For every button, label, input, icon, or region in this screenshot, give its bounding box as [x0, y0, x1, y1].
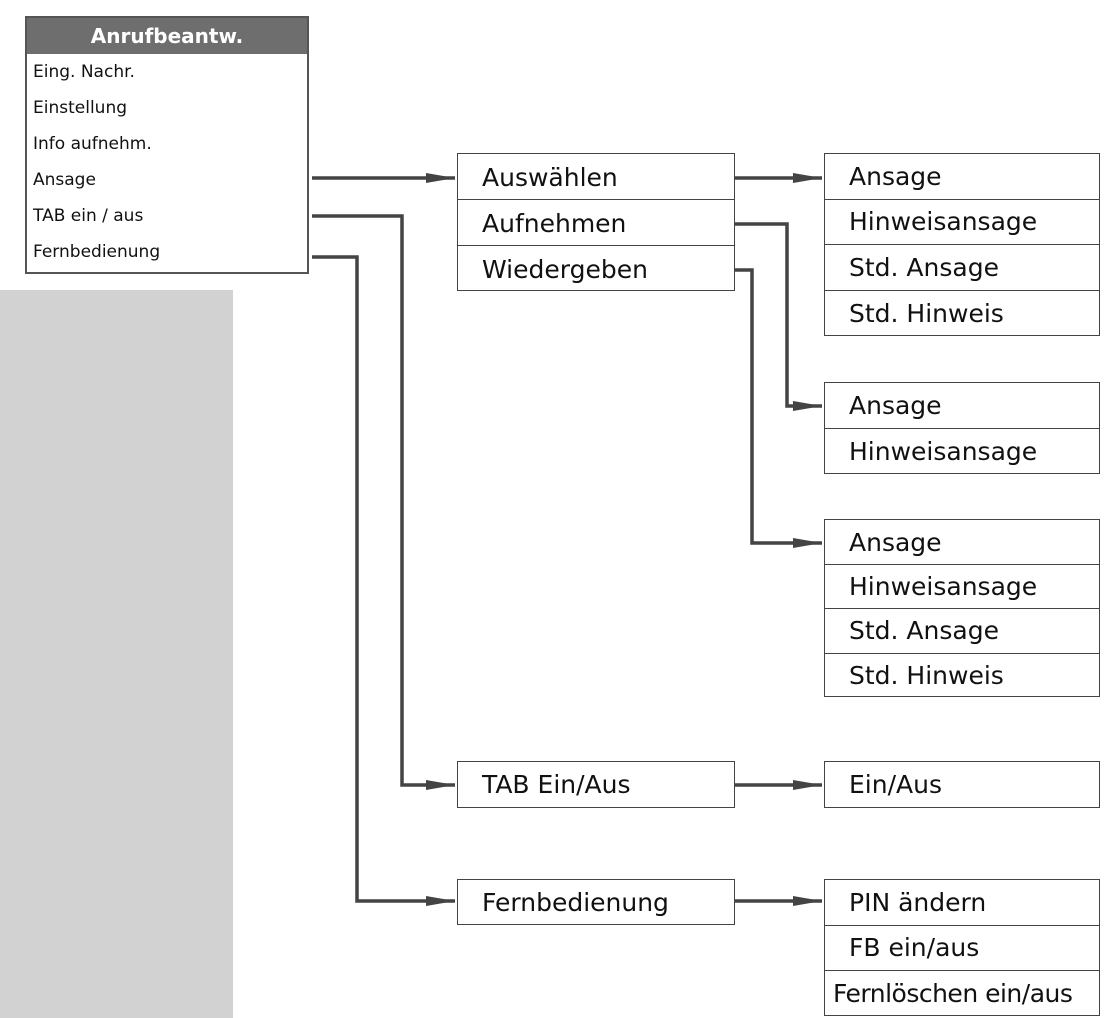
main-menu-item-tab[interactable]: TAB ein / aus — [33, 206, 144, 226]
main-menu-item-eing-nachr[interactable]: Eing. Nachr. — [33, 62, 135, 82]
ansage-submenu-wiedergeben[interactable]: Wiedergeben — [482, 254, 648, 284]
aufnehmen-options: Ansage Hinweisansage — [824, 382, 1100, 474]
main-menu-item-fernbedienung[interactable]: Fernbedienung — [33, 242, 161, 262]
wiedergeben-option-ansage[interactable]: Ansage — [849, 527, 942, 557]
auswaehlen-option-std-ansage[interactable]: Std. Ansage — [849, 252, 999, 282]
auswaehlen-option-hinweisansage[interactable]: Hinweisansage — [849, 207, 1038, 236]
connector-wiedergeben — [735, 268, 822, 548]
tab-submenu-label[interactable]: TAB Ein/Aus — [482, 770, 631, 799]
aufnehmen-option-hinweisansage[interactable]: Hinweisansage — [849, 436, 1038, 466]
wiedergeben-option-std-ansage[interactable]: Std. Ansage — [849, 616, 999, 645]
main-menu-item-ansage[interactable]: Ansage — [33, 170, 96, 190]
main-menu-title: Anrufbeantw. — [27, 18, 307, 54]
ansage-submenu: Auswählen Aufnehmen Wiedergeben — [457, 153, 735, 291]
connector-aufnehmen — [735, 222, 822, 411]
fernbedienung-option-fernloeschen[interactable]: Fernlöschen ein/aus — [833, 978, 1073, 1008]
fernbedienung-option-pin-aendern[interactable]: PIN ändern — [849, 888, 987, 917]
fernbedienung-options: PIN ändern FB ein/aus Fernlöschen ein/au… — [824, 879, 1100, 1016]
tab-submenu: TAB Ein/Aus — [457, 761, 735, 808]
ansage-submenu-auswaehlen[interactable]: Auswählen — [482, 162, 618, 192]
auswaehlen-option-std-hinweis[interactable]: Std. Hinweis — [849, 298, 1004, 328]
main-menu-item-einstellung[interactable]: Einstellung — [33, 98, 128, 118]
main-menu-item-info-aufnehm[interactable]: Info aufnehm. — [33, 134, 152, 154]
auswaehlen-options: Ansage Hinweisansage Std. Ansage Std. Hi… — [824, 153, 1100, 336]
wiedergeben-options: Ansage Hinweisansage Std. Ansage Std. Hi… — [824, 519, 1100, 697]
wiedergeben-option-hinweisansage[interactable]: Hinweisansage — [849, 571, 1038, 601]
wiedergeben-option-std-hinweis[interactable]: Std. Hinweis — [849, 660, 1004, 690]
connector-fernbedienung — [312, 255, 455, 906]
connector-tab — [312, 214, 455, 790]
auswaehlen-option-ansage[interactable]: Ansage — [849, 162, 942, 191]
tab-options: Ein/Aus — [824, 761, 1100, 808]
main-menu: Anrufbeantw. Eing. Nachr. Einstellung In… — [25, 16, 309, 274]
tab-option-ein-aus[interactable]: Ein/Aus — [849, 770, 942, 799]
fernbedienung-submenu: Fernbedienung — [457, 879, 735, 925]
aufnehmen-option-ansage[interactable]: Ansage — [849, 391, 942, 420]
ansage-submenu-aufnehmen[interactable]: Aufnehmen — [482, 208, 627, 238]
fernbedienung-submenu-label[interactable]: Fernbedienung — [482, 887, 669, 917]
fernbedienung-option-fb-ein-aus[interactable]: FB ein/aus — [849, 933, 980, 962]
